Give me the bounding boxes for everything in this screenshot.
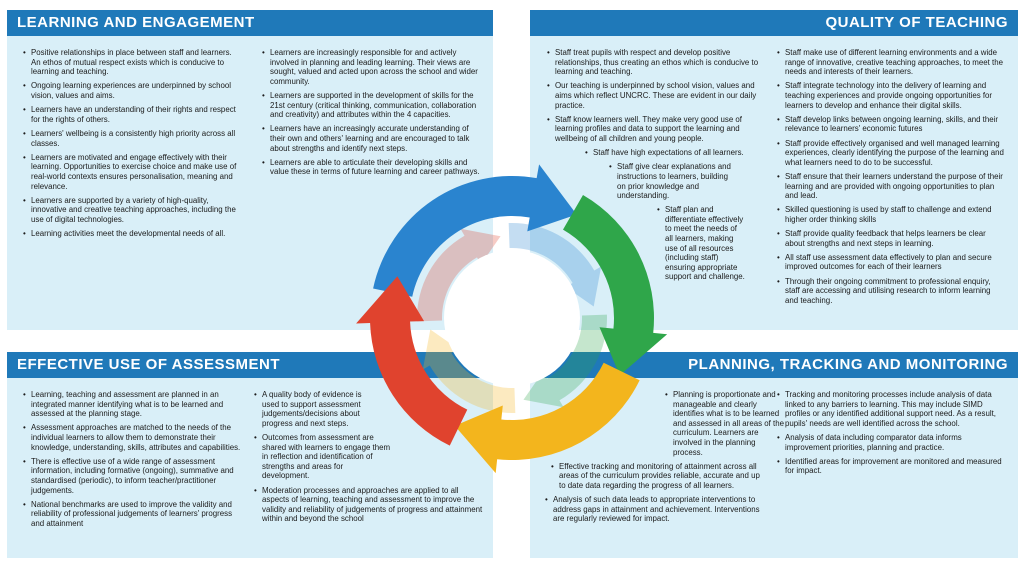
bullet-item: All staff use assessment data effectivel… xyxy=(776,253,1004,272)
bullet-item: Learners are motivated and engage effect… xyxy=(22,153,242,191)
bullet-item: Learners have an increasingly accurate u… xyxy=(261,124,483,153)
bullet-item: Learning activities meet the development… xyxy=(22,229,242,239)
bullet-item: National benchmarks are used to improve … xyxy=(22,500,244,529)
bullet-item: Learners have an understanding of their … xyxy=(22,105,242,124)
bullet-item: Staff make use of different learning env… xyxy=(776,48,1004,77)
inner-arrow-yellow xyxy=(422,329,516,413)
outer-arrow-red xyxy=(356,276,468,446)
bullet-item: Staff ensure that their learners underst… xyxy=(776,172,1004,201)
cycle-diagram xyxy=(356,164,668,474)
bullet-item: Staff integrate technology into the deli… xyxy=(776,81,1004,110)
bullet-item: Tracking and monitoring processes includ… xyxy=(776,390,1004,428)
outer-arrow-green xyxy=(563,195,668,376)
inner-arrow-green xyxy=(523,314,607,408)
teaching-item: Staff have high expectations of all lear… xyxy=(584,148,768,158)
learning-col1: Positive relationships in place between … xyxy=(22,48,242,243)
teaching-item: Our teaching is underpinned by school vi… xyxy=(546,81,768,110)
bullet-item: Assessment approaches are matched to the… xyxy=(22,423,244,452)
bullet-item: Positive relationships in place between … xyxy=(22,48,242,77)
assessment-item: Outcomes from assessment are shared with… xyxy=(253,433,392,481)
bullet-item: Staff develop links between ongoing lear… xyxy=(776,115,1004,134)
planning-panel: PLANNING, TRACKING AND MONITORING Planni… xyxy=(530,352,1018,558)
planning-item: Analysis of such data leads to appropria… xyxy=(544,495,766,524)
quality-teaching-title: QUALITY OF TEACHING xyxy=(530,10,1018,36)
assessment-item: Moderation processes and approaches are … xyxy=(253,486,485,524)
teaching-item: Staff plan and differentiate effectively… xyxy=(656,205,745,282)
bullet-item: Staff provide quality feedback that help… xyxy=(776,229,1004,248)
bullet-item: Learners are supported in the developmen… xyxy=(261,91,483,120)
bullet-item: Learning, teaching and assessment are pl… xyxy=(22,390,244,419)
bullet-item: Skilled questioning is used by staff to … xyxy=(776,205,1004,224)
outer-arrow-blue xyxy=(373,164,577,297)
planning-item: Effective tracking and monitoring of att… xyxy=(550,462,766,491)
teaching-item: Staff treat pupils with respect and deve… xyxy=(546,48,768,77)
inner-arrow-red xyxy=(417,228,501,322)
learning-engagement-title: LEARNING AND ENGAGEMENT xyxy=(7,10,493,36)
bullet-item: Ongoing learning experiences are underpi… xyxy=(22,81,242,100)
bullet-item: Learners are able to articulate their de… xyxy=(261,158,483,177)
assessment-item: A quality body of evidence is used to su… xyxy=(253,390,374,428)
bullet-item: Through their ongoing commitment to prof… xyxy=(776,277,1004,306)
outer-arrow-yellow xyxy=(454,362,640,474)
planning-col1: Planning is proportionate and manageable… xyxy=(544,390,784,529)
teaching-col2: Staff make use of different learning env… xyxy=(776,48,1004,310)
bullet-item: Analysis of data including comparator da… xyxy=(776,433,1004,452)
planning-col2: Tracking and monitoring processes includ… xyxy=(776,390,1004,481)
planning-item: Planning is proportionate and manageable… xyxy=(664,390,785,457)
bullet-item: Learners are supported by a variety of h… xyxy=(22,196,242,225)
learning-engagement-panel: LEARNING AND ENGAGEMENT Positive relatio… xyxy=(7,10,493,330)
assessment-col2: A quality body of evidence is used to su… xyxy=(253,390,485,529)
learning-col2: Learners are increasingly responsible fo… xyxy=(261,48,483,182)
cycle-center xyxy=(444,250,580,386)
bullet-item: Identified areas for improvement are mon… xyxy=(776,457,1004,476)
bullet-item: Staff provide effectively organised and … xyxy=(776,139,1004,168)
teaching-col1: Staff treat pupils with respect and deve… xyxy=(546,48,768,287)
teaching-item: Staff know learners well. They make very… xyxy=(546,115,768,144)
teaching-item: Staff give clear explanations and instru… xyxy=(608,162,735,200)
assessment-col1: Learning, teaching and assessment are pl… xyxy=(22,390,244,533)
bullet-item: Learners' wellbeing is a consistently hi… xyxy=(22,129,242,148)
bullet-item: Learners are increasingly responsible fo… xyxy=(261,48,483,86)
bullet-item: There is effective use of a wide range o… xyxy=(22,457,244,495)
inner-arrow-blue xyxy=(508,223,602,307)
